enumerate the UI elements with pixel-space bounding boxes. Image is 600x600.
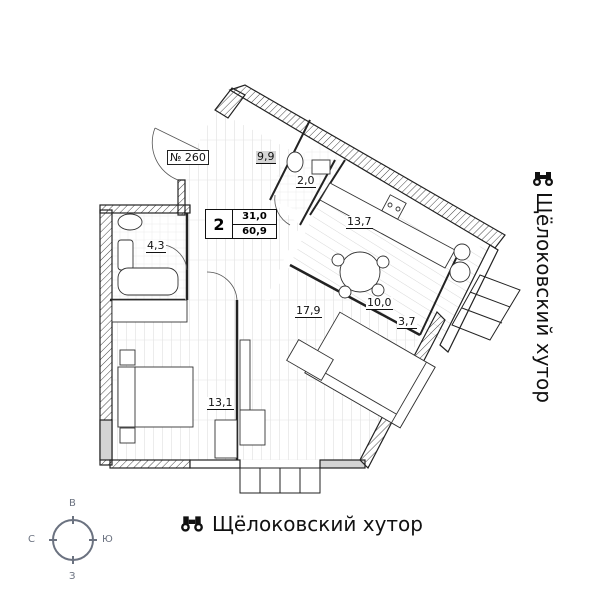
- brand-bottom: Щёлоковский хутор: [180, 512, 423, 536]
- toilet: [117, 213, 143, 231]
- compass-left: С: [28, 534, 35, 545]
- brand-side: Щёлоковский хутор: [528, 170, 558, 430]
- total-area: 60,9: [242, 225, 267, 237]
- apartment-summary: 2 31,0 60,9: [205, 209, 277, 239]
- living-area: 31,0: [233, 210, 276, 225]
- furniture: [111, 151, 471, 459]
- compass-ring-icon: [49, 516, 97, 564]
- area-living-room: 17,9: [295, 304, 322, 318]
- bed: [117, 366, 194, 428]
- binoculars-icon: [533, 172, 553, 186]
- brand-name: Щёлоковский хутор: [212, 512, 423, 536]
- binoculars-icon: [181, 516, 203, 532]
- area-loggia-small: 3,7: [397, 315, 417, 329]
- rooms-count: 2: [206, 210, 233, 238]
- area-bathroom: 4,3: [146, 239, 166, 253]
- compass-top: В: [69, 498, 76, 509]
- compass: В С Ю З: [28, 495, 118, 585]
- area-bedroom: 13,1: [207, 396, 234, 410]
- balcony: [239, 274, 521, 494]
- apartment-number: № 260: [167, 150, 209, 165]
- doors: [151, 127, 291, 301]
- brand-side-text: Щёлоковский хутор: [532, 192, 556, 403]
- bathtub: [117, 267, 179, 296]
- sink: [117, 239, 134, 271]
- compass-right: Ю: [102, 534, 113, 545]
- area-hall: 9,9: [256, 150, 276, 164]
- area-kitchen: 13,7: [346, 215, 373, 229]
- compass-bottom: З: [69, 571, 76, 582]
- dining-table: [339, 251, 381, 293]
- area-wc: 2,0: [296, 174, 316, 188]
- area-loggia-kitchen: 10,0: [366, 296, 393, 310]
